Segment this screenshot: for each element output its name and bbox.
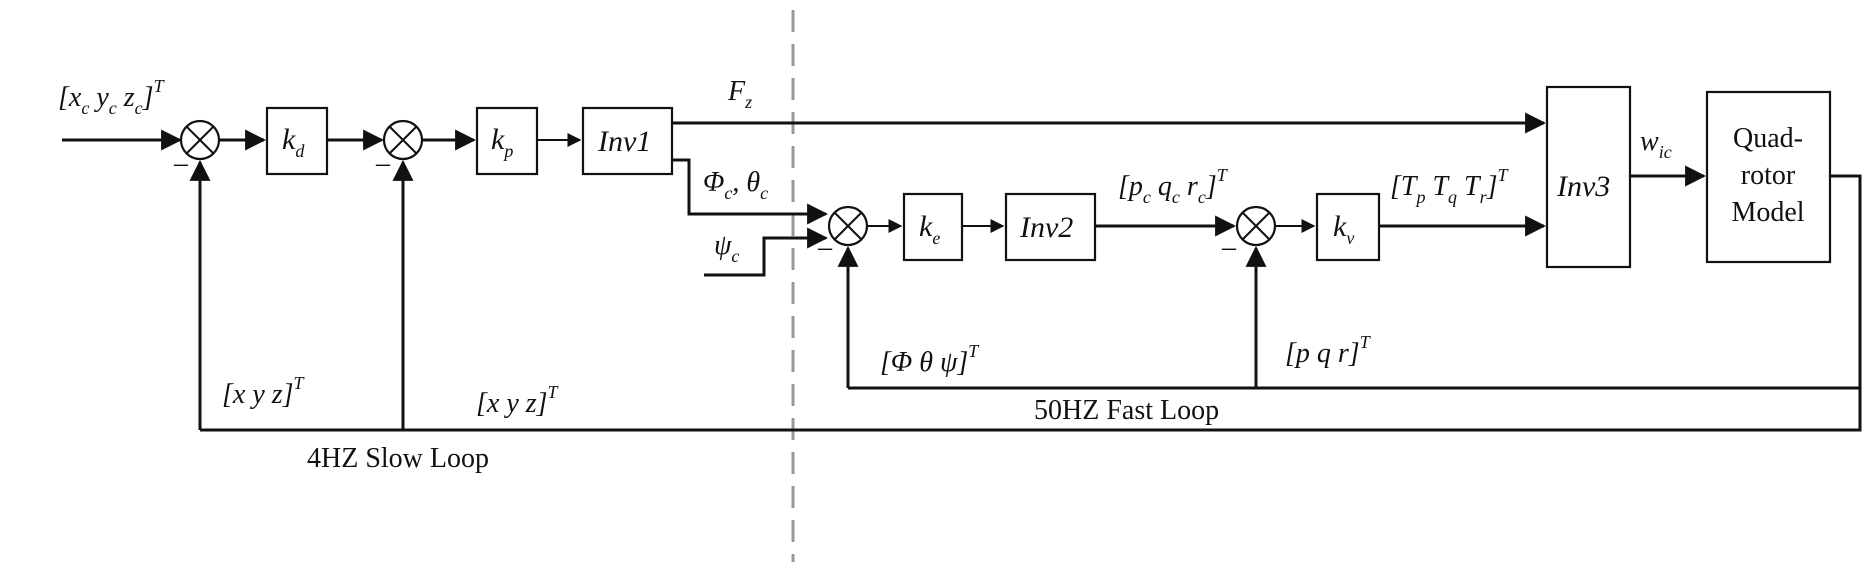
minus-sign-4: – xyxy=(1221,232,1237,263)
fast-loop-feedback-line xyxy=(848,174,1862,390)
ke-block: ke xyxy=(902,192,964,262)
kp-block: kp xyxy=(475,106,539,176)
inv2-label: Inv2 xyxy=(1019,211,1073,244)
kp-main: k xyxy=(491,123,505,156)
position-feedback-label-1: [x y z]T xyxy=(222,373,306,410)
svg-text:kv: kv xyxy=(1333,210,1354,248)
input-reference-label: [xc yc zc]T xyxy=(58,76,166,118)
quadrotor-model-block: Quad- rotor Model xyxy=(1705,90,1832,264)
slow-loop-feedback-line xyxy=(200,388,1862,432)
svg-text:kd: kd xyxy=(282,123,305,161)
kd-main: k xyxy=(282,123,296,156)
quad-label-line2: rotor xyxy=(1741,160,1796,191)
minus-sign-3: – xyxy=(817,232,833,263)
ke-main: k xyxy=(919,210,933,243)
fz-label: Fz xyxy=(727,76,752,112)
angles-feedback-label: [Φ θ ψ]T xyxy=(880,341,980,378)
inv3-block: Inv3 xyxy=(1545,85,1632,269)
torque-label: [Tp Tq Tr]T xyxy=(1390,165,1510,207)
psi-label: ψc xyxy=(714,230,739,266)
summing-junction-2 xyxy=(382,119,424,161)
phi-theta-label: Φc, θc xyxy=(703,167,768,203)
rates-feedback-label: [p q r]T xyxy=(1285,332,1372,369)
inv3-label: Inv3 xyxy=(1556,170,1610,203)
svg-text:ke: ke xyxy=(919,210,940,248)
quad-label-line3: Model xyxy=(1731,197,1804,228)
inv1-block: Inv1 xyxy=(581,106,674,176)
kv-main: k xyxy=(1333,210,1347,243)
kp-sub: p xyxy=(502,141,513,161)
svg-text:kp: kp xyxy=(491,123,513,161)
fast-loop-label: 50HZ Fast Loop xyxy=(1034,395,1219,426)
wic-label: wic xyxy=(1640,126,1672,162)
summing-junction-4 xyxy=(1235,205,1277,247)
kd-sub: d xyxy=(295,141,305,161)
phi-theta-signal-arrow xyxy=(672,158,829,225)
pqr-command-label: [pc qc rc]T xyxy=(1118,165,1229,207)
minus-sign-1: – xyxy=(173,148,189,179)
summing-junction-1 xyxy=(179,119,221,161)
inv2-block: Inv2 xyxy=(1004,192,1097,262)
psi-signal-arrow xyxy=(704,227,829,277)
position-feedback-label-2: [x y z]T xyxy=(476,382,560,419)
slow-loop-label: 4HZ Slow Loop xyxy=(307,443,489,474)
kd-block: kd xyxy=(265,106,329,176)
kv-sub: v xyxy=(1346,228,1354,248)
kv-block: kv xyxy=(1315,192,1381,262)
inv1-label: Inv1 xyxy=(597,125,651,158)
quad-label-line1: Quad- xyxy=(1733,123,1803,154)
minus-sign-2: – xyxy=(375,148,391,179)
summing-junction-3 xyxy=(827,205,869,247)
ke-sub: e xyxy=(932,228,940,248)
